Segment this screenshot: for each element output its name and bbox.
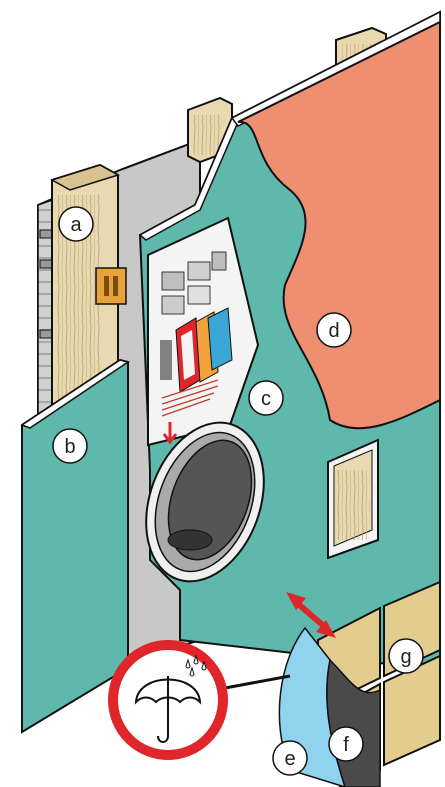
label-f: f (329, 727, 363, 761)
svg-text:b: b (64, 436, 75, 458)
svg-text:e: e (284, 748, 295, 770)
label-g: g (389, 639, 423, 673)
stud-window (328, 440, 378, 558)
front-teal-board (22, 360, 128, 732)
svg-text:c: c (261, 388, 271, 410)
metal-clip-top (96, 268, 126, 304)
label-a: a (59, 207, 93, 241)
label-b: b (53, 429, 87, 463)
svg-text:g: g (400, 646, 411, 668)
label-e: e (273, 741, 307, 775)
svg-text:f: f (343, 734, 349, 756)
rain-callout (113, 645, 290, 755)
label-c: c (249, 381, 283, 415)
svg-text:a: a (70, 214, 82, 236)
label-d: d (317, 313, 351, 347)
svg-text:d: d (328, 320, 339, 342)
